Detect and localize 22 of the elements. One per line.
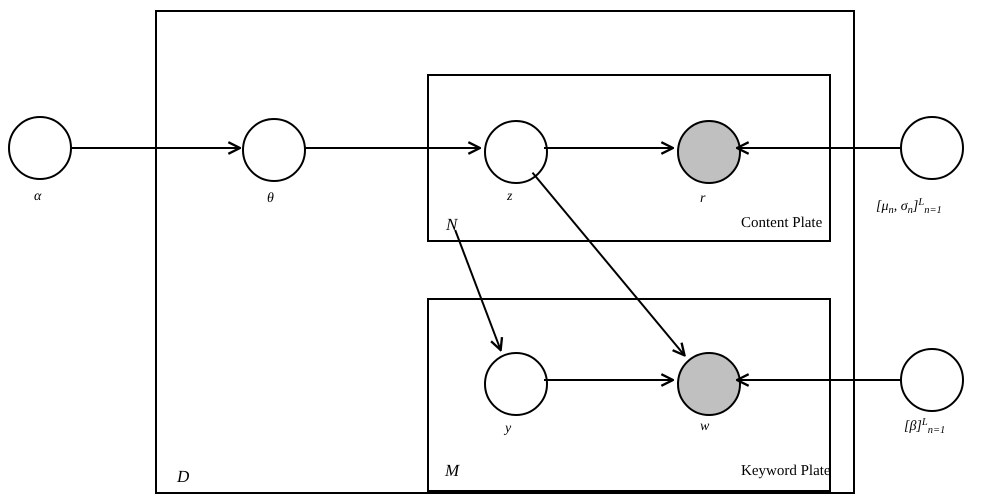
- plate-box: [155, 10, 855, 494]
- arrow: [72, 141, 242, 155]
- arrow: [304, 141, 482, 155]
- plate-count-label: M: [445, 460, 460, 482]
- arrow: [532, 172, 686, 357]
- plate-count-label: D: [177, 466, 190, 488]
- variable-label: w: [700, 418, 710, 436]
- variable-label: y: [505, 420, 512, 438]
- plate-box: [427, 74, 831, 242]
- variable-label: α: [34, 188, 42, 206]
- arrow: [544, 141, 674, 155]
- variable-label: z: [507, 188, 512, 206]
- arrow: [736, 373, 900, 387]
- variable-label: r: [700, 190, 706, 208]
- arrow: [544, 373, 674, 387]
- plate-count-label: N: [446, 214, 458, 236]
- plate-box: [427, 298, 831, 492]
- arrow: [454, 230, 504, 352]
- plate-label: Keyword Plate: [741, 462, 831, 481]
- variable-label: θ: [267, 190, 274, 208]
- arrow: [736, 141, 900, 155]
- plate-label: Content Plate: [741, 214, 822, 233]
